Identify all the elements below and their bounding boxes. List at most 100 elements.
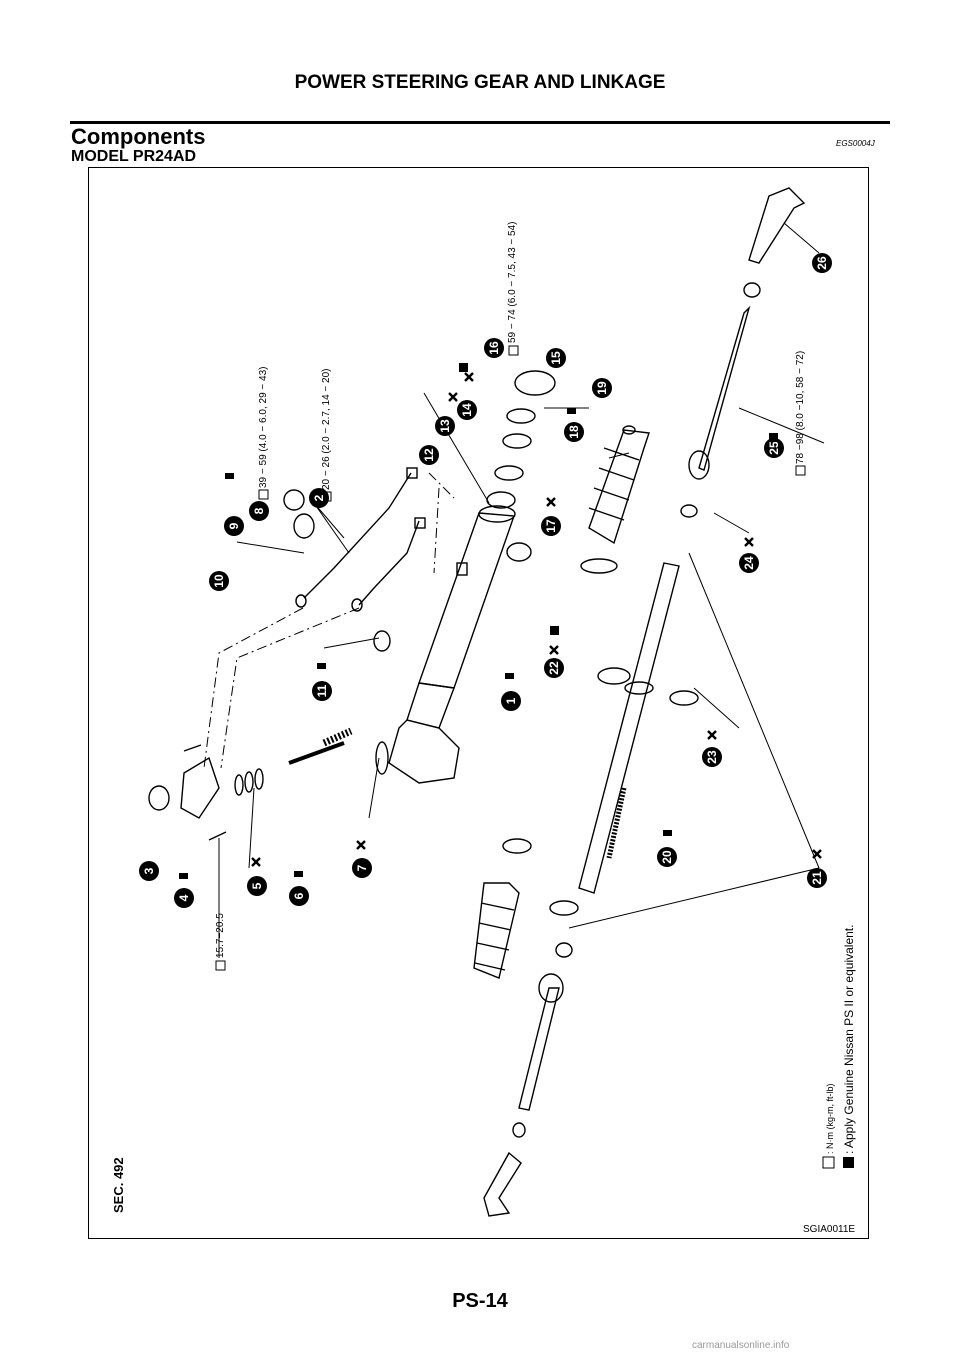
torque-icon (258, 489, 269, 500)
hydraulic-lines (295, 467, 426, 612)
sec-label: SEC. 492 (111, 1157, 126, 1213)
torque-icon (822, 1156, 835, 1169)
grease-icon (317, 663, 326, 669)
svg-text:26: 26 (815, 256, 829, 270)
page-header-title: POWER STEERING GEAR AND LINKAGE (294, 72, 666, 93)
torque-icon (215, 960, 226, 971)
exploded-diagram: SEC. 492 SGIA0011E : N·m (kg-m, ft-lb) :… (111, 187, 856, 1235)
left-boot (473, 882, 520, 979)
do-not-reuse-markers (251, 372, 822, 867)
svg-text:18: 18 (567, 425, 581, 439)
header-rule (70, 121, 890, 124)
callout-1: 1 (501, 691, 521, 711)
callout-19: 19 (592, 378, 612, 398)
callout-5: 5 (247, 876, 267, 896)
grease-icon (769, 433, 778, 442)
callout-23: 23 (702, 747, 722, 767)
svg-text:12: 12 (422, 448, 436, 462)
svg-text:21: 21 (810, 871, 824, 885)
callout-4: 4 (174, 888, 194, 908)
svg-text:15: 15 (549, 351, 563, 365)
torque-spec-2: 20 − 26 (2.0 − 2.7, 14 − 20) (321, 369, 332, 490)
torque-spec-8: 39 − 59 (4.0 − 6.0, 29 − 43) (258, 367, 269, 488)
legend-fluid: : Apply Genuine Nissan PS II or equivale… (842, 925, 856, 1154)
right-boot (588, 429, 650, 545)
callout-9: 9 (224, 516, 244, 536)
torque-icon (795, 465, 806, 476)
callout-6: 6 (289, 886, 309, 906)
callout-20: 20 (657, 847, 677, 867)
grease-icon (294, 871, 303, 877)
guide-lines (203, 472, 455, 769)
svg-text:25: 25 (767, 441, 781, 455)
torque-spec-16: 59 − 74 (6.0 − 7.5, 43 − 54) (507, 222, 518, 343)
svg-text:3: 3 (142, 867, 156, 874)
left-tie-rod (483, 942, 573, 1217)
svg-text:16: 16 (487, 341, 501, 355)
callout-11: 11 (312, 681, 332, 701)
callout-7: 7 (352, 858, 372, 878)
section-subtitle: MODEL PR24AD (71, 148, 197, 165)
grease-icon (663, 830, 672, 836)
callout-14: 14 (457, 400, 477, 420)
torque-icon (508, 345, 519, 356)
grease-icon (179, 873, 188, 879)
callout-21: 21 (807, 868, 827, 888)
callout-16: 16 (484, 338, 504, 358)
right-tie-rod (680, 187, 806, 518)
torque-symbols (215, 345, 806, 971)
callout-15: 15 (546, 348, 566, 368)
svg-text:22: 22 (547, 661, 561, 675)
svg-text:7: 7 (355, 864, 369, 871)
svg-text:1: 1 (504, 697, 518, 704)
gear-housing (388, 505, 532, 784)
svg-text:23: 23 (705, 750, 719, 764)
callout-2: 2 (309, 488, 329, 508)
svg-text:4: 4 (177, 894, 191, 901)
svg-text:19: 19 (595, 381, 609, 395)
callout-24: 24 (739, 553, 759, 573)
callout-25: 25 (764, 438, 784, 458)
grease-icon (459, 363, 468, 372)
callout-12: 12 (419, 445, 439, 465)
seals-and-rings (283, 370, 699, 916)
callout-22: 22 (544, 658, 564, 678)
legend: : N·m (kg-m, ft-lb) : Apply Genuine Niss… (822, 925, 856, 1169)
figure-id: SGIA0011E (803, 1224, 855, 1235)
pinion-assembly (148, 727, 389, 841)
svg-text:2: 2 (312, 494, 326, 501)
callout-17: 17 (541, 516, 561, 536)
svg-text:6: 6 (292, 892, 306, 899)
lubricant-markers (179, 363, 778, 879)
callout-26: 26 (812, 253, 832, 273)
grease-icon (567, 408, 576, 414)
exploded-diagram-frame: SEC. 492 SGIA0011E : N·m (kg-m, ft-lb) :… (88, 167, 869, 1239)
grease-icon (225, 473, 234, 479)
section-code: EGS0004J (836, 139, 875, 148)
svg-text:20: 20 (660, 850, 674, 864)
svg-text:14: 14 (460, 403, 474, 417)
torque-spec-25: 78 −98 (8.0 −10, 58 − 72) (795, 351, 806, 464)
grease-icon (550, 626, 559, 635)
svg-text:17: 17 (544, 519, 558, 533)
callout-8: 8 (249, 501, 269, 521)
svg-text:8: 8 (252, 507, 266, 514)
section-title: Components (71, 124, 206, 149)
callout-18: 18 (564, 422, 584, 442)
page-number: PS-14 (452, 1290, 508, 1312)
svg-text:5: 5 (250, 882, 264, 889)
watermark: carmanualsonline.info (692, 1340, 790, 1351)
callout-10: 10 (209, 571, 229, 591)
callout-13: 13 (435, 416, 455, 436)
svg-text:10: 10 (212, 574, 226, 588)
svg-text:24: 24 (742, 556, 756, 570)
rack-shaft (578, 562, 680, 894)
svg-text:13: 13 (438, 419, 452, 433)
callout-3: 3 (139, 861, 159, 881)
legend-unit: : N·m (kg-m, ft-lb) (825, 1084, 835, 1155)
fluid-icon (843, 1157, 854, 1168)
svg-text:11: 11 (315, 684, 329, 697)
svg-text:9: 9 (227, 522, 241, 529)
grease-icon (505, 673, 514, 679)
torque-spec-4: 15.7−20.5 (215, 913, 226, 958)
